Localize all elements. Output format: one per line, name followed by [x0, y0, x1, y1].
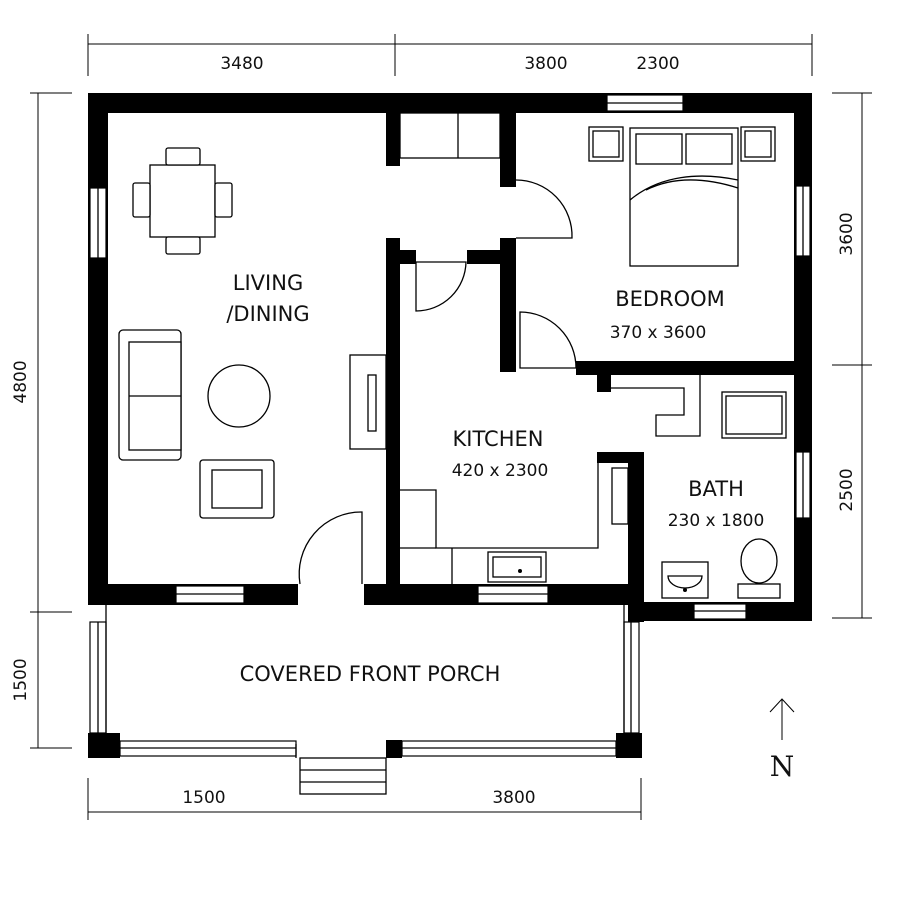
dim-bottom-2: 3800: [492, 788, 535, 808]
bed-icon: [588, 126, 776, 267]
sofa-icon: [118, 329, 182, 461]
toilet-icon: [737, 538, 781, 599]
bedroom-size: 370 x 3600: [610, 323, 707, 343]
bath-label: BATH: [688, 477, 744, 501]
dim-top-3: 2300: [636, 54, 679, 74]
dim-right-2: 2500: [837, 468, 857, 511]
dimension-lines: [30, 34, 872, 820]
dim-right-1: 3600: [837, 212, 857, 255]
porch-label: COVERED FRONT PORCH: [240, 662, 501, 686]
kitchen-label: KITCHEN: [453, 427, 544, 451]
kitchen-size: 420 x 2300: [452, 461, 549, 481]
dim-bottom-1: 1500: [182, 788, 225, 808]
tv-unit-icon: [349, 354, 387, 450]
kitchen-counter-icon: [400, 463, 629, 584]
kitchen-sink-icon: [487, 551, 547, 583]
closet-shelf: [399, 112, 501, 159]
dining-table-icon: [132, 147, 233, 255]
dining-label: /DINING: [226, 302, 309, 326]
living-label: LIVING: [233, 271, 303, 295]
north-arrow-icon: [769, 698, 795, 740]
dim-left-2: 1500: [11, 658, 31, 701]
dim-top-2: 3800: [524, 54, 567, 74]
front-steps: [295, 744, 387, 795]
bath-fixtures-icon: [611, 375, 787, 439]
north-label: N: [770, 750, 795, 783]
armchair-icon: [199, 459, 275, 519]
bedroom-label: BEDROOM: [615, 287, 725, 311]
dim-top-1: 3480: [220, 54, 263, 74]
windows: [89, 94, 811, 757]
coffee-table-icon: [207, 364, 271, 428]
bath-sink-icon: [661, 561, 709, 599]
dim-left-1: 4800: [11, 360, 31, 403]
bath-size: 230 x 1800: [668, 511, 765, 531]
porch-outline: [105, 605, 625, 733]
doors: [298, 179, 577, 585]
